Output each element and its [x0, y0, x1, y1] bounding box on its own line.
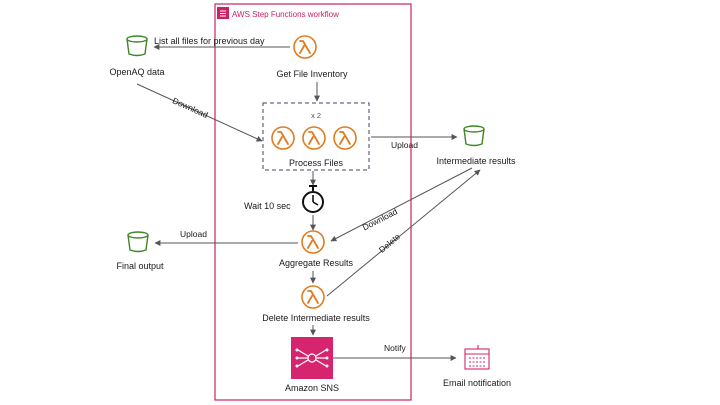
- edge-label-upload-intermediate: Upload: [391, 140, 418, 150]
- edge-label-upload-final: Upload: [180, 229, 207, 239]
- delete-intermediate-lambda-icon: [301, 285, 325, 309]
- process-files-lambda-icon-1: [271, 126, 295, 150]
- final-output-label: Final output: [116, 261, 164, 271]
- email-notification-label: Email notification: [442, 378, 512, 388]
- stopwatch-icon: [302, 185, 324, 213]
- edge-download-intermediate: [330, 167, 473, 242]
- intermediate-s3-bucket-icon: [463, 125, 485, 147]
- process-files-lambda-icon-3: [333, 126, 357, 150]
- edge-label-notify: Notify: [384, 343, 406, 353]
- edge-download-openaq: [136, 83, 263, 142]
- sns-icon: [291, 337, 333, 379]
- process-files-map-box: [262, 102, 370, 171]
- amazon-sns-label: Amazon SNS: [284, 383, 340, 393]
- edges: [136, 44, 481, 361]
- process-files-lambda-icon-2: [302, 126, 326, 150]
- email-icon: [464, 345, 490, 370]
- wait-label: Wait 10 sec: [244, 201, 291, 211]
- workflow-title: AWS Step Functions workflow: [232, 10, 339, 19]
- final-output-s3-bucket-icon: [127, 231, 149, 253]
- aggregate-results-label: Aggregate Results: [278, 258, 354, 268]
- edge-label-list-files: List all files for previous day: [154, 36, 265, 46]
- aggregate-results-lambda-icon: [301, 230, 325, 254]
- openaq-data-label: OpenAQ data: [109, 67, 165, 77]
- delete-intermediate-label: Delete Intermediate results: [262, 313, 370, 323]
- process-files-multiplier: x 2: [310, 111, 322, 120]
- openaq-s3-bucket-icon: [126, 35, 148, 57]
- edge-delete-intermediate: [326, 169, 481, 297]
- get-file-inventory-label: Get File Inventory: [276, 69, 348, 79]
- process-files-label: Process Files: [288, 158, 344, 168]
- step-functions-frame: [214, 3, 412, 401]
- intermediate-results-label: Intermediate results: [436, 156, 516, 166]
- get-file-inventory-lambda-icon: [293, 35, 317, 59]
